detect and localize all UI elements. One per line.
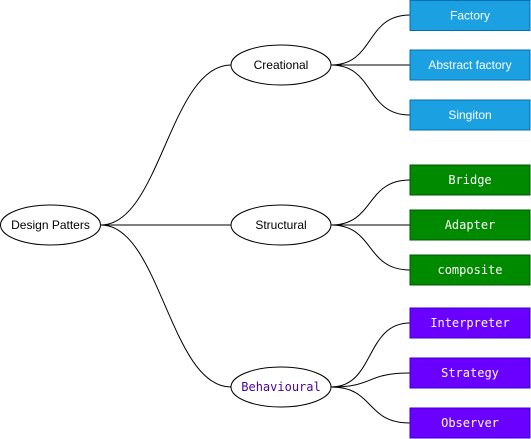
edge-creational-factory [330, 14, 411, 66]
leaf-label-adapter: Adapter [445, 218, 496, 232]
category-node-behavioural[interactable]: Behavioural [230, 366, 332, 408]
edge-creational-singiton [330, 64, 411, 116]
root-node[interactable]: Design Patters [0, 204, 101, 246]
leaf-node-bridge[interactable]: Bridge [409, 164, 531, 196]
leaf-label-factory: Factory [450, 9, 490, 23]
leaf-node-interpreter[interactable]: Interpreter [409, 307, 531, 339]
edge-behavioural-strategy [330, 372, 411, 388]
leaf-label-composite: composite [437, 263, 502, 277]
leaf-node-composite[interactable]: composite [409, 254, 531, 286]
edge-structural-composite [330, 224, 411, 271]
leaf-label-strategy: Strategy [441, 366, 499, 380]
category-node-creational[interactable]: Creational [230, 44, 332, 86]
category-label-behavioural: Behavioural [241, 380, 320, 394]
leaf-label-bridge: Bridge [448, 173, 491, 187]
leaf-label-observer: Observer [441, 416, 499, 430]
leaf-label-interpreter: Interpreter [430, 316, 509, 330]
leaf-node-adapter[interactable]: Adapter [409, 209, 531, 241]
edge-root-behavioural [100, 224, 232, 388]
leaf-node-observer[interactable]: Observer [409, 407, 531, 439]
edge-behavioural-observer [330, 386, 411, 424]
category-node-structural[interactable]: Structural [230, 204, 332, 246]
leaf-label-abstract-factory: Abstract factory [428, 58, 511, 72]
root-node-label: Design Patters [11, 218, 90, 232]
edge-behavioural-interpreter [330, 322, 411, 388]
leaf-node-factory[interactable]: Factory [409, 0, 531, 31]
leaf-node-singiton[interactable]: Singiton [409, 99, 531, 131]
category-label-structural: Structural [255, 218, 306, 232]
leaf-label-singiton: Singiton [448, 108, 491, 122]
category-label-creational: Creational [254, 58, 309, 72]
edge-root-creational [100, 64, 232, 226]
leaf-node-abstract-factory[interactable]: Abstract factory [409, 49, 531, 81]
leaf-node-strategy[interactable]: Strategy [409, 357, 531, 389]
edge-structural-bridge [330, 179, 411, 226]
